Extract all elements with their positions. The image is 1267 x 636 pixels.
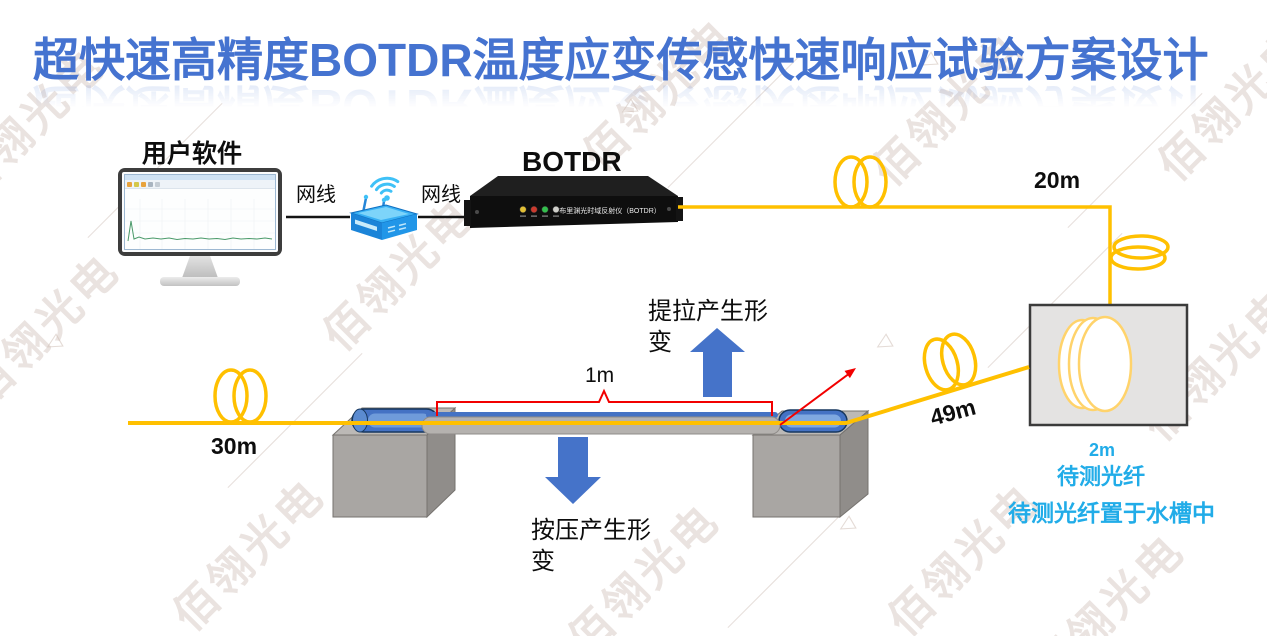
toolbar-icon — [127, 181, 132, 187]
wifi-router-icon — [349, 176, 419, 240]
pull-deformation-label: 提拉产生形变 — [648, 298, 768, 357]
segment-label-30m: 30m — [211, 433, 258, 459]
fiber-main-run — [128, 365, 1030, 425]
botdr-panel-text: 布里渊光时域反射仪（BOTDR） — [559, 206, 661, 215]
water-tank — [1028, 303, 1189, 427]
red-arrow-icon — [779, 368, 856, 426]
indicator-lights — [519, 206, 560, 213]
up-arrow-icon — [690, 328, 745, 397]
botdr-device: 布里渊光时域反射仪（BOTDR） — [464, 176, 683, 228]
software-window — [124, 174, 276, 250]
test-fiber-coil-icon — [1057, 315, 1133, 413]
test-fiber-label: 待测光纤 — [1057, 464, 1146, 489]
toolbar-icon — [134, 181, 139, 187]
page-title: 超快速高精度BOTDR温度应变传感快速响应试验方案设计 — [33, 34, 1209, 86]
fiber-coil-icon — [833, 155, 888, 209]
fiber-coil-icon — [922, 332, 978, 392]
user-software-label: 用户软件 — [142, 140, 243, 168]
segment-label-20m: 20m — [1034, 167, 1081, 193]
clamp-cylinder-left — [351, 408, 439, 433]
test-fiber-note: 待测光纤置于水槽中 — [1008, 500, 1215, 526]
cable-label-left: 网线 — [296, 184, 336, 206]
monitor-stand — [182, 256, 218, 278]
cable-label-right: 网线 — [421, 184, 461, 206]
press-deformation-label: 按压产生形变 — [531, 517, 651, 576]
monitor-screen — [122, 172, 278, 252]
monitor — [118, 168, 282, 256]
window-titlebar — [125, 175, 275, 180]
fiber-coil-icon — [213, 368, 268, 424]
dimension-bracket — [436, 388, 773, 416]
down-arrow-icon — [545, 437, 601, 504]
toolbar-icon — [148, 181, 153, 187]
window-toolbar — [125, 180, 275, 189]
toolbar-icon — [141, 181, 146, 187]
trace-plot — [125, 199, 275, 249]
segment-label-2m: 2m — [1089, 440, 1116, 460]
fiber-top-run — [678, 205, 1112, 305]
fiber-coil-icon — [1109, 234, 1170, 271]
toolbar-icon — [155, 181, 160, 187]
monitor-base — [160, 277, 240, 286]
botdr-label: BOTDR — [522, 146, 622, 177]
segment-label-1m: 1m — [585, 364, 615, 387]
